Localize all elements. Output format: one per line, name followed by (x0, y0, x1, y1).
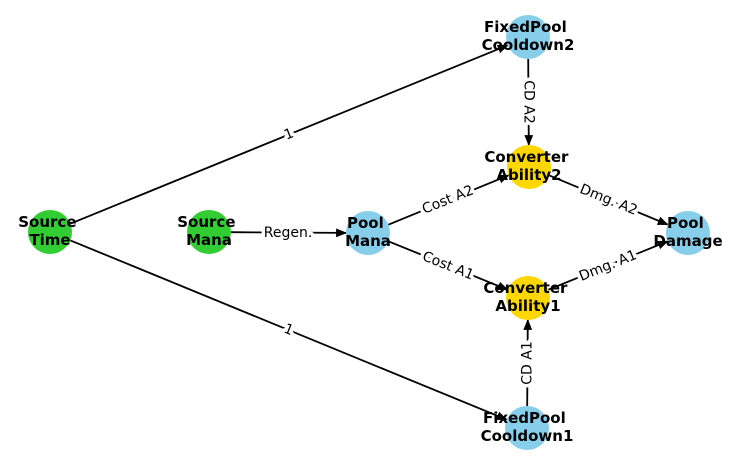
edge-converter-ability2-to-pool-damage (548, 174, 669, 226)
edge-source-mana-to-pool-mana (230, 228, 348, 238)
edge-label-cd-a2: CD A2 (521, 80, 537, 124)
edge-pool-mana-to-converter-ability2 (388, 174, 510, 226)
edge-label-cd-a1: CD A1 (520, 341, 536, 385)
edge-label-1-bottom: 1 (281, 321, 295, 339)
node-circle-fixedpool-cooldown2 (506, 15, 550, 59)
node-fixedpool-cooldown2: FixedPool Cooldown2 (482, 15, 575, 59)
node-pool-mana: Pool Mana (345, 211, 391, 255)
node-circle-converter-ability1 (506, 276, 550, 320)
edge-label-1-top: 1 (282, 125, 296, 143)
node-circle-converter-ability2 (507, 145, 551, 189)
edge-label-cost-a2: Cost A2 (420, 182, 476, 217)
node-label-converter-ability1: Converter Ability1 (483, 279, 572, 315)
node-circle-source-mana (187, 210, 231, 254)
node-circle-pool-mana (346, 211, 390, 255)
node-pool-damage: Pool Damage (653, 211, 723, 255)
edge-label-cost-a1: Cost A1 (420, 248, 476, 283)
node-label-fixedpool-cooldown2: FixedPool Cooldown2 (482, 18, 575, 54)
node-fixedpool-cooldown1: FixedPool Cooldown1 (481, 406, 574, 450)
edge-fixedpool-cooldown1-to-converter-ability1 (523, 318, 533, 407)
node-source-time: Source Time (18, 210, 81, 254)
node-label-source-time: Source Time (18, 213, 81, 249)
edge-label-dmg-a1: Dmg. A1 (577, 247, 639, 285)
node-label-source-mana: Source Mana (177, 213, 240, 249)
node-circle-source-time (28, 210, 72, 254)
node-source-mana: Source Mana (177, 210, 240, 254)
node-converter-ability1: Converter Ability1 (483, 276, 572, 320)
edge-pool-mana-to-converter-ability1 (388, 240, 509, 291)
nodes-layer: Source Time Source Mana Pool Mana FixedP… (18, 15, 723, 450)
edges-layer (70, 44, 669, 421)
edge-converter-ability1-to-pool-damage (548, 240, 669, 291)
edge-label-regen: Regen. (264, 225, 313, 241)
edge-source-time-to-fixedpool-cooldown1 (70, 239, 508, 421)
node-label-pool-mana: Pool Mana (345, 214, 391, 250)
edge-fixedpool-cooldown2-to-converter-ability2 (524, 58, 534, 147)
edge-label-dmg-a2: Dmg. A2 (577, 181, 639, 219)
node-label-pool-damage: Pool Damage (653, 214, 722, 250)
edge-source-time-to-fixedpool-cooldown2 (70, 44, 509, 225)
node-label-fixedpool-cooldown1: FixedPool Cooldown1 (481, 409, 574, 445)
node-label-converter-ability2: Converter Ability2 (484, 148, 573, 184)
node-circle-pool-damage (666, 211, 710, 255)
node-converter-ability2: Converter Ability2 (484, 145, 573, 189)
node-circle-fixedpool-cooldown1 (505, 406, 549, 450)
